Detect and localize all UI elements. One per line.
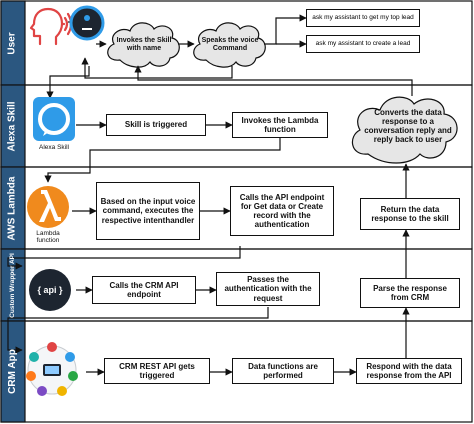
- api-icon-text: { api }: [37, 284, 63, 295]
- cloud-speaks-command-text: Speaks the voice Command: [201, 36, 259, 52]
- box-parse-response: Parse the response from CRM: [360, 278, 460, 308]
- lane-label-alexa: Alexa Skill: [6, 100, 18, 152]
- cloud-invokes-skill-text: Invokes the Skill with name: [116, 36, 172, 52]
- crm-modules-icon: [26, 342, 78, 396]
- note-create-lead: ask my assistant to create a lead: [306, 35, 420, 53]
- alexa-skill-caption: Alexa Skill: [39, 144, 69, 151]
- box-data-functions: Data functions are performed: [232, 358, 334, 384]
- box-return-data: Return the data response to the skill: [360, 198, 460, 230]
- lane-headers: [0, 0, 26, 423]
- cloud-invokes-skill-shape: [107, 22, 180, 68]
- connectors: [7, 14, 413, 376]
- alexa-logo-icon: [33, 97, 75, 141]
- lambda-icon: [27, 186, 69, 228]
- cloud-shapes: [107, 22, 458, 164]
- box-calls-crm-endpoint: Calls the CRM API endpoint: [92, 276, 196, 304]
- speaking-head-icon: [29, 7, 73, 46]
- box-skill-triggered: Skill is triggered: [106, 114, 206, 136]
- cloud-speaks-command-shape: [193, 22, 266, 68]
- note-get-top-lead: ask my assistant to get my top lead: [306, 9, 420, 27]
- echo-dot-icon: [69, 5, 105, 41]
- cloud-converts-response-shape: [351, 96, 458, 164]
- lane-label-api: Custom Wrapper API: [8, 252, 16, 318]
- lambda-function-caption: Lambda function: [36, 230, 60, 245]
- lane-label-lambda: AWS Lambda: [6, 176, 18, 240]
- box-calls-api-endpoint: Calls the API endpoint for Get data or C…: [230, 186, 334, 236]
- lane-label-crm: CRM App: [6, 349, 18, 394]
- box-respond-data: Respond with the data response from the …: [356, 358, 462, 384]
- lane-label-user: User: [6, 31, 18, 55]
- box-crm-triggered: CRM REST API gets triggered: [104, 358, 210, 384]
- box-invokes-lambda: Invokes the Lambda function: [232, 112, 328, 138]
- box-passes-auth: Passes the authentication with the reque…: [216, 272, 320, 306]
- box-based-on-input: Based on the input voice command, execut…: [96, 182, 200, 240]
- cloud-converts-response-text: Converts the data response to a conversa…: [364, 107, 452, 145]
- api-cloud-icon: [29, 269, 71, 311]
